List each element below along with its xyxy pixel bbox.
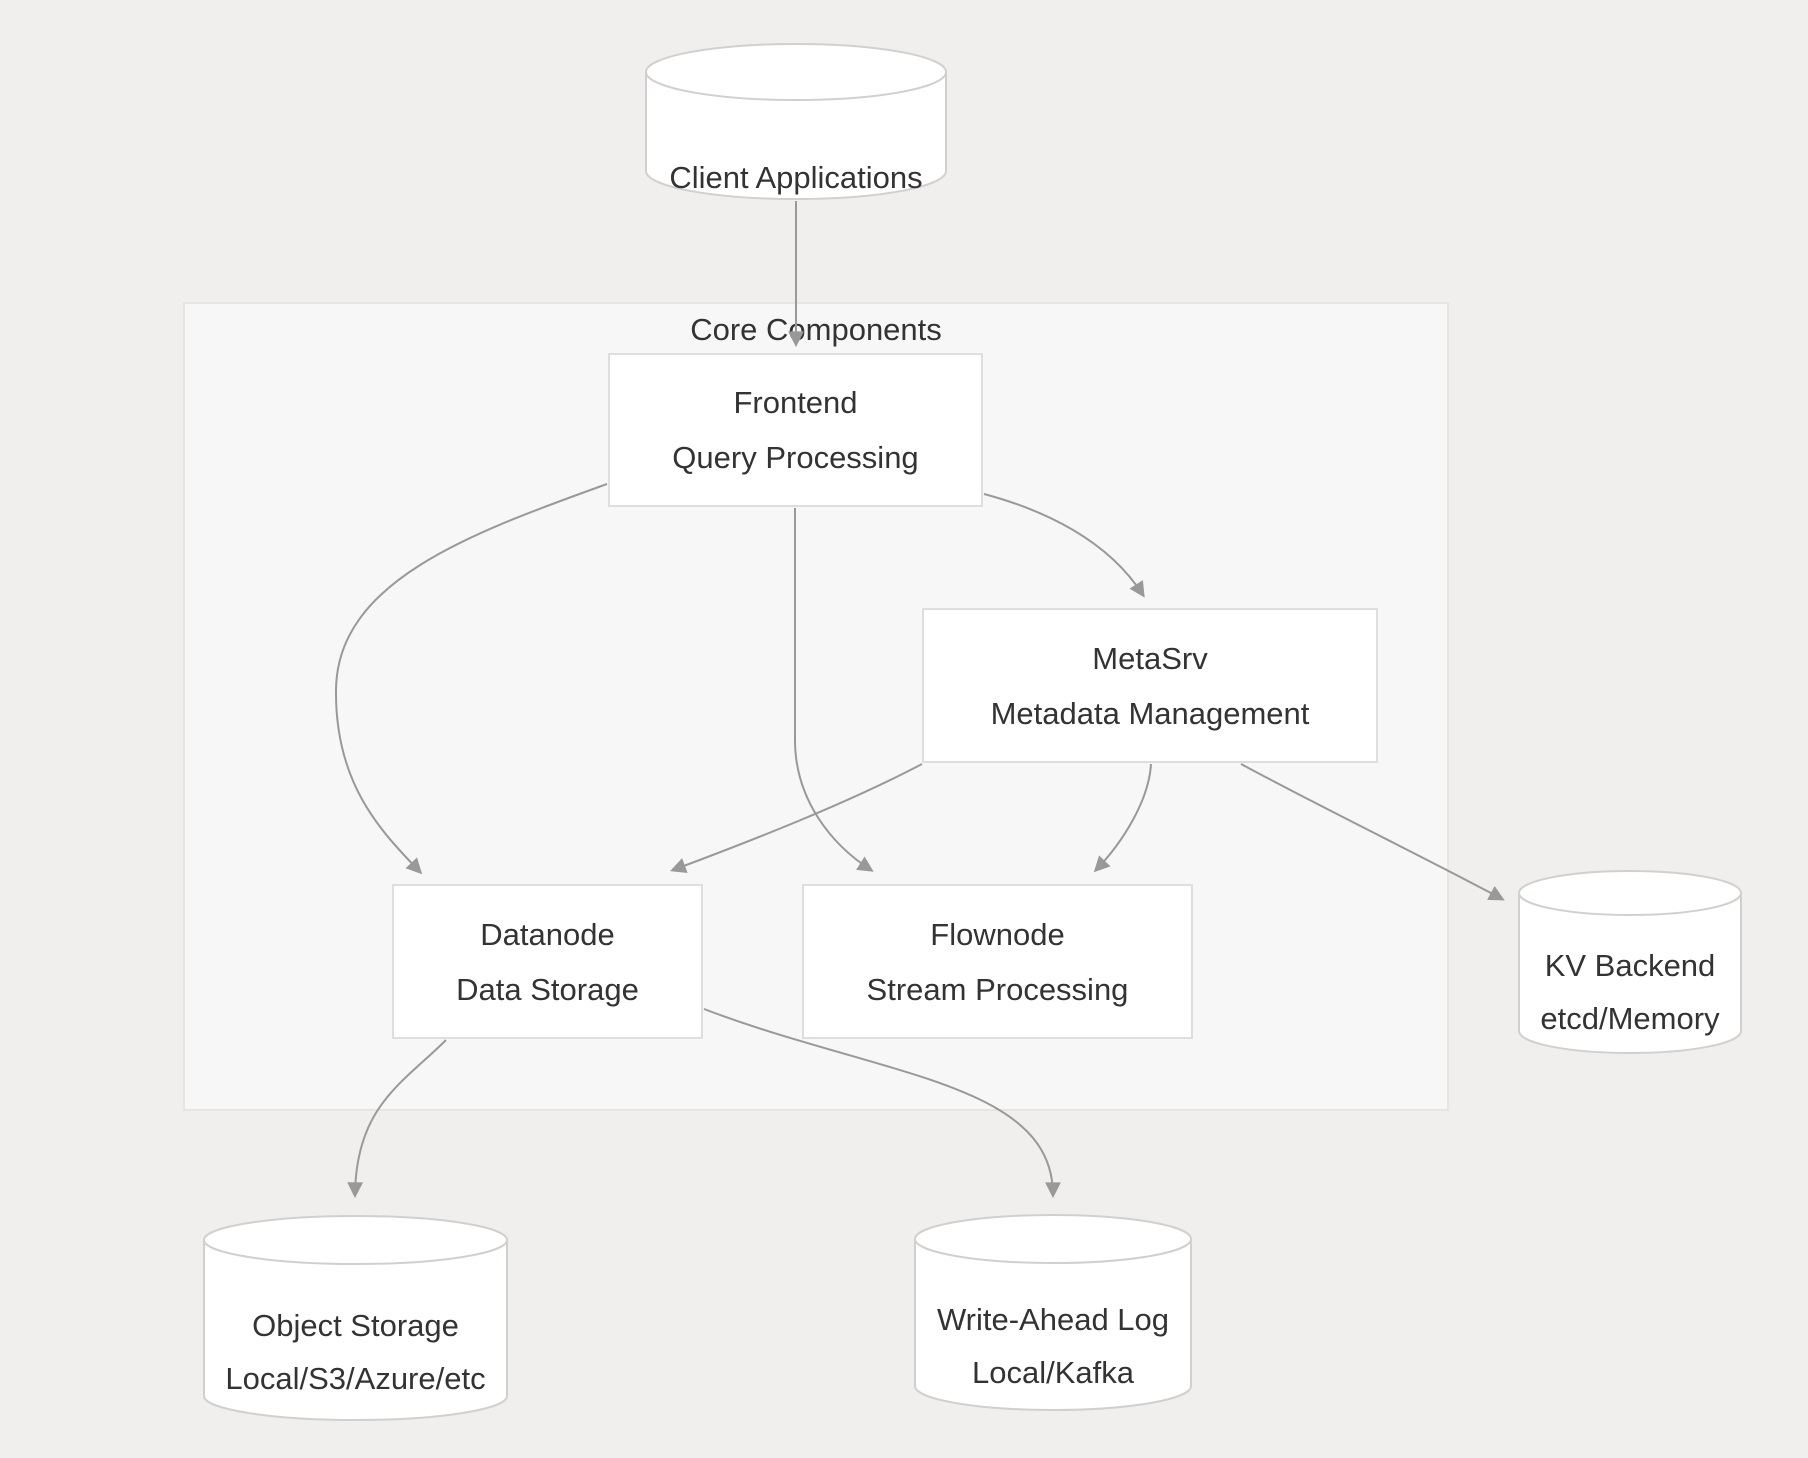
node-metasrv-sublabel: Metadata Management	[990, 695, 1310, 731]
edge-frontend-datanode	[334, 483, 608, 875]
node-object-storage-label: Object Storage	[252, 1307, 459, 1343]
node-frontend: Frontend Query Processing	[608, 353, 983, 507]
edge-metasrv-kv-backend	[1240, 763, 1505, 901]
node-write-ahead-log-sublabel: Local/Kafka	[972, 1355, 1134, 1390]
node-frontend-sublabel: Query Processing	[672, 440, 919, 475]
cylinder-shape	[1518, 870, 1743, 1054]
node-kv-backend-sublabel: etcd/Memory	[1540, 1000, 1720, 1036]
node-object-storage-text: Object Storage Local/S3/Azure/etc	[203, 1215, 508, 1454]
node-kv-backend: KV Backend etcd/Memory	[1518, 870, 1743, 1054]
subgraph-core-components-label: Core Components	[690, 312, 942, 347]
node-frontend-label: Frontend	[733, 385, 858, 420]
node-flownode-sublabel: Stream Processing	[866, 971, 1129, 1007]
cylinder-shape	[914, 1214, 1193, 1411]
node-kv-backend-text: KV Backend etcd/Memory	[1518, 870, 1742, 1083]
node-metasrv-label: MetaSrv	[1092, 640, 1208, 676]
node-flownode-label: Flownode	[930, 916, 1065, 952]
node-write-ahead-log-label: Write-Ahead Log	[936, 1302, 1170, 1337]
node-client-applications-text: Client Applications	[645, 43, 947, 256]
node-flownode: Flownode Stream Processing	[802, 884, 1193, 1039]
edge-frontend-metasrv	[983, 493, 1145, 598]
edge-frontend-flownode	[794, 508, 874, 872]
node-metasrv: MetaSrv Metadata Management	[922, 608, 1378, 763]
node-datanode-label: Datanode	[480, 916, 615, 952]
node-client-applications: Client Applications	[645, 43, 948, 200]
cylinder-shape	[645, 43, 948, 200]
node-object-storage: Object Storage Local/S3/Azure/etc	[203, 1215, 509, 1421]
edge-metasrv-flownode	[1093, 763, 1152, 873]
node-write-ahead-log: Write-Ahead Log Local/Kafka	[914, 1214, 1193, 1411]
cylinder-shape	[203, 1215, 509, 1421]
node-write-ahead-log-text: Write-Ahead Log Local/Kafka	[914, 1214, 1192, 1444]
node-object-storage-sublabel: Local/S3/Azure/etc	[225, 1360, 486, 1396]
node-kv-backend-label: KV Backend	[1544, 947, 1716, 983]
node-client-applications-label: Client Applications	[669, 160, 923, 195]
node-datanode: Datanode Data Storage	[392, 884, 703, 1039]
edge-metasrv-datanode	[670, 763, 923, 873]
edge-datanode-object-storage	[347, 1039, 447, 1199]
node-datanode-sublabel: Data Storage	[456, 971, 639, 1007]
edge-datanode-write-ahead-log	[703, 1008, 1061, 1199]
